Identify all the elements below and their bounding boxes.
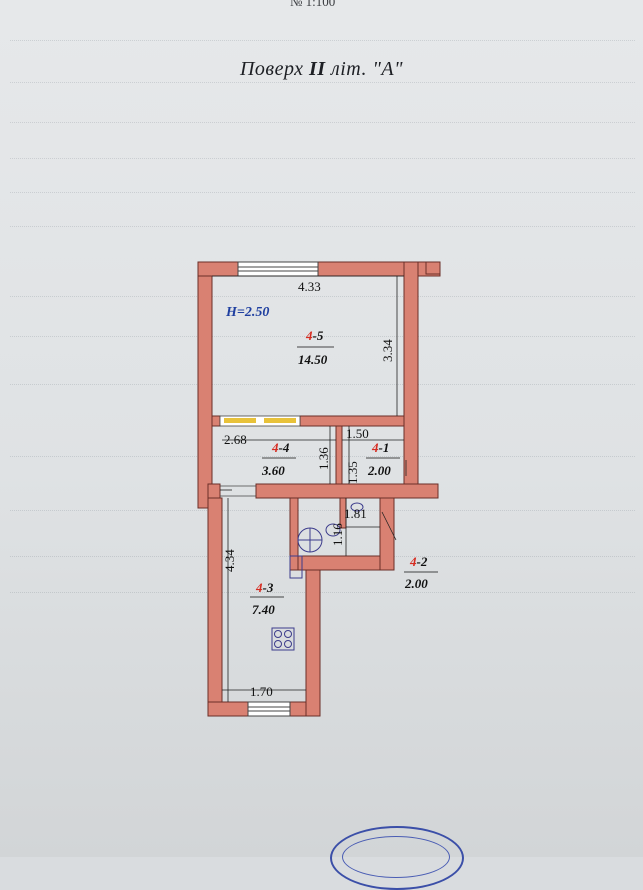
room-4-4-number: 4-4 xyxy=(271,440,290,455)
door-leaf-1 xyxy=(224,418,256,423)
dim-1-35: 1.35 xyxy=(345,461,360,484)
ghost-line xyxy=(10,158,635,159)
document-page xyxy=(0,0,643,857)
wall-partition-44-41 xyxy=(335,425,343,485)
ghost-line xyxy=(10,192,635,193)
doors xyxy=(219,415,301,497)
room-4-5-number: 4-5 xyxy=(305,328,324,343)
ghost-line xyxy=(10,384,635,385)
dim-3-34: 3.34 xyxy=(380,339,395,362)
door-45-44 xyxy=(219,415,301,427)
header-fragment: № 1:100 xyxy=(290,0,336,9)
wall-top-left xyxy=(197,261,239,277)
room-4-5-area: 14.50 xyxy=(298,352,328,367)
ghost-line xyxy=(10,226,635,227)
wall-bath-right xyxy=(379,497,395,571)
wall-bath-left xyxy=(289,497,299,571)
dimension-lines xyxy=(212,275,407,702)
ghost-line xyxy=(10,296,635,297)
windows xyxy=(237,261,319,717)
window-bottom xyxy=(247,701,291,717)
dim-1-70: 1.70 xyxy=(250,684,273,699)
floor-plan: H=2.50 4-5 14.50 4-4 3.60 4-1 2.00 4-3 7… xyxy=(197,261,441,717)
title-middle: літ. xyxy=(331,58,367,80)
dim-1-50: 1.50 xyxy=(346,426,369,441)
wall-lower-horizontal xyxy=(255,483,439,499)
ghost-line xyxy=(10,510,635,511)
room-4-1-number: 4-1 xyxy=(371,440,389,455)
sink-icon xyxy=(325,523,341,537)
wall-bottom-left xyxy=(207,701,249,717)
room-4-2-area: 2.00 xyxy=(404,576,428,591)
stamp-inner-ring xyxy=(342,836,450,878)
window-top xyxy=(237,261,319,277)
ghost-line xyxy=(10,40,635,41)
kitchen-sink-icon xyxy=(289,555,303,579)
height-label: H=2.50 xyxy=(225,305,269,320)
title-floor: II xyxy=(308,58,326,80)
wall-top-right xyxy=(317,261,441,277)
dim-1-36: 1.36 xyxy=(316,447,331,470)
title-letter: "А" xyxy=(372,58,404,80)
wall-kitchen-right xyxy=(305,555,321,717)
walls xyxy=(197,261,441,717)
ghost-line xyxy=(10,592,635,593)
room-4-2-number: 4-2 xyxy=(409,554,428,569)
dim-4-33: 4.33 xyxy=(298,279,321,294)
toilet-icon xyxy=(350,502,364,512)
dim-4-34: 4.34 xyxy=(222,549,237,572)
stamp-seal xyxy=(330,826,464,890)
dim-1-16: 1.16 xyxy=(330,523,345,546)
ghost-line xyxy=(10,336,635,337)
stove-icon xyxy=(271,627,295,651)
wall-mid xyxy=(211,415,221,427)
ghost-line xyxy=(10,456,635,457)
wall-right xyxy=(403,261,419,485)
room-4-4-area: 3.60 xyxy=(261,463,285,478)
title-prefix: Поверх xyxy=(239,58,304,80)
wall-left-lower xyxy=(207,497,223,717)
ghost-line xyxy=(10,122,635,123)
room-4-1-area: 2.00 xyxy=(367,463,391,478)
page-title: Поверх II літ. "А" xyxy=(0,58,643,81)
room-4-3-area: 7.40 xyxy=(252,602,275,617)
wall-left-lower-top xyxy=(207,483,221,499)
dim-1-81: 1.81 xyxy=(344,506,367,521)
wall-mid-right xyxy=(299,415,405,427)
ghost-line xyxy=(10,82,635,83)
dim-2-68: 2.68 xyxy=(224,432,247,447)
wall-right-top xyxy=(425,261,441,275)
room-4-3-number: 4-3 xyxy=(255,580,274,595)
wall-left-upper xyxy=(197,261,213,509)
fixtures xyxy=(271,502,364,651)
door-leaf-2 xyxy=(264,418,296,423)
